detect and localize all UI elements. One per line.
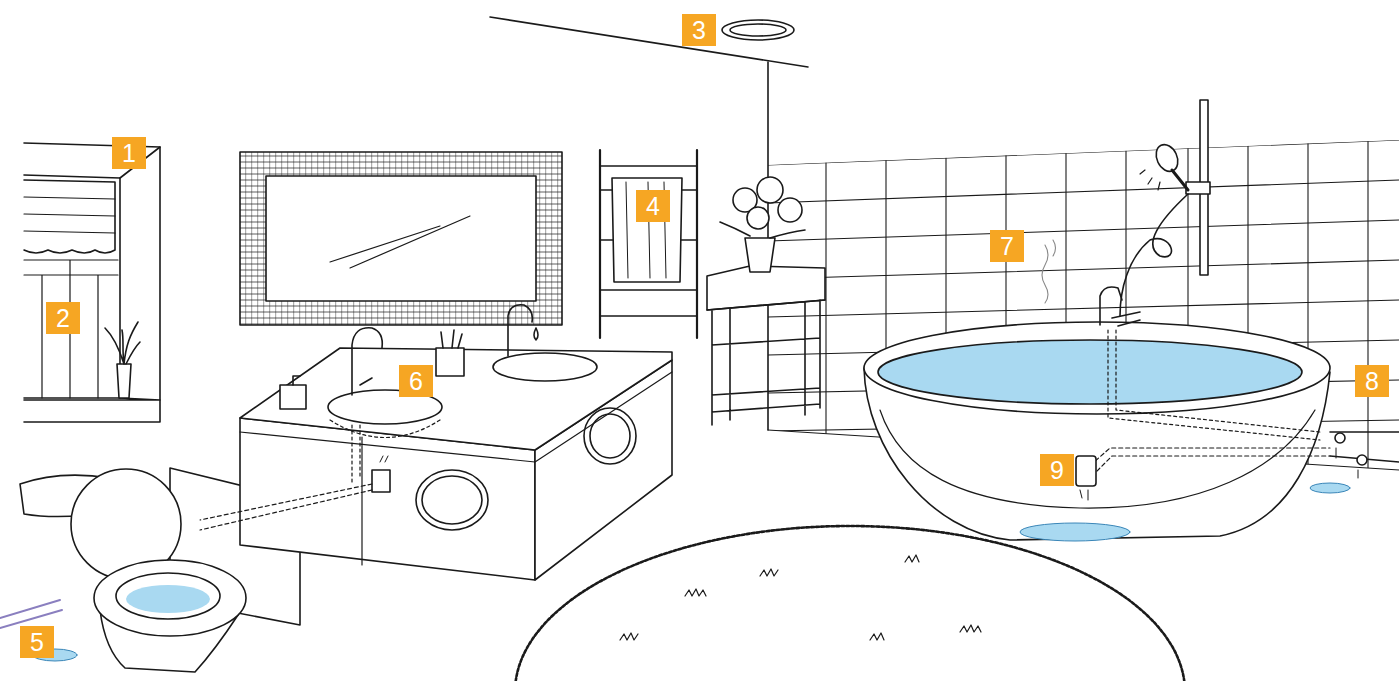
bath-drain-pipe [1085,448,1330,476]
leak-drip [1336,448,1358,478]
pipe-valve [1357,455,1367,465]
shower-head [1152,141,1182,175]
flower-vase [745,238,775,272]
drawer-handle [584,408,636,464]
sink-faucet [352,328,382,395]
bath-water [878,340,1302,404]
tile-line [768,140,1399,165]
blind-fold [24,197,115,233]
drawer-handle [590,414,630,458]
vanity-door [361,437,362,565]
leak-mark [380,456,388,462]
water-puddle [1310,483,1350,493]
steam [1042,240,1056,303]
callout-number: 4 [636,190,670,222]
tile-line [768,180,1399,203]
window-frame [24,143,160,422]
callout-number: 2 [46,302,80,334]
tile-line [1367,100,1368,480]
sink-bowl [330,420,440,438]
flower [778,198,802,222]
ceiling-line [490,17,808,67]
leak-drip [1080,490,1088,500]
callout-label: 5 [30,630,44,655]
soap-pump [293,376,300,385]
callout-number: 9 [1040,454,1074,486]
window-sill [24,147,160,400]
sink-faucet [508,305,532,356]
drawer-handle [416,470,488,530]
callout-number: 1 [112,137,146,169]
floor-pipe [0,600,62,628]
shower-hose [1120,194,1188,316]
water-drop [534,328,538,340]
flower-leaf [720,222,805,238]
bath-faucet-handle [1112,312,1140,326]
soap-dispenser [280,385,306,409]
towel-rack-bar [600,166,697,316]
callout-label: 9 [1050,458,1064,483]
toothbrush [441,330,462,348]
rug [515,526,1185,681]
ceiling-light-inner [730,24,786,36]
rug-tuft [620,555,981,640]
toilet-bowl [116,573,220,619]
roman-blind [24,180,115,253]
callout-label: 8 [1365,369,1379,394]
drawer-handle [422,476,482,524]
sink-pipe [352,425,360,485]
sink-basin [493,353,597,381]
toilet-water [126,585,210,613]
callout-label: 3 [692,18,706,43]
vanity-top [240,348,672,450]
callout-label: 4 [646,194,660,219]
towel [612,178,682,282]
callout-label: 1 [122,141,136,166]
plant-pot [117,364,131,398]
mirror-frame [240,152,562,325]
bath-trap [1076,456,1096,486]
bath-pipe [1108,330,1320,440]
faucet-lever [360,378,372,385]
stand-frame [707,300,825,425]
ceiling-light [722,20,794,40]
water-puddle [1020,523,1130,541]
water-spray [1140,170,1160,190]
flower [757,177,783,203]
mirror-reflection [330,216,470,268]
tile-line [768,220,1399,241]
shower-bracket [1186,182,1210,194]
shower-handle [1172,170,1188,190]
bath-faucet [1100,287,1122,325]
drain-pipe [200,484,372,530]
callout-number: 8 [1355,365,1389,397]
tile-line [768,260,1399,279]
plant-leaves [105,322,140,364]
callout-number: 5 [20,626,54,658]
pipe-valve [1335,433,1345,443]
tile-line [768,300,1399,317]
towel-rack [600,150,697,338]
window-pane [24,260,118,398]
mirror-glass [266,176,536,301]
callout-number: 6 [399,365,433,397]
callout-label: 7 [1000,234,1014,259]
callout-number: 7 [990,230,1024,262]
bathtub-rim [864,322,1330,414]
callout-label: 2 [56,306,70,331]
window-recess [24,175,120,398]
callout-number: 3 [682,14,716,46]
sink-trap [372,470,390,492]
toilet-seat [94,560,246,636]
callout-label: 6 [409,369,423,394]
flower [747,207,769,229]
vanity-edge [240,372,672,462]
toothbrush-cup [436,348,464,376]
